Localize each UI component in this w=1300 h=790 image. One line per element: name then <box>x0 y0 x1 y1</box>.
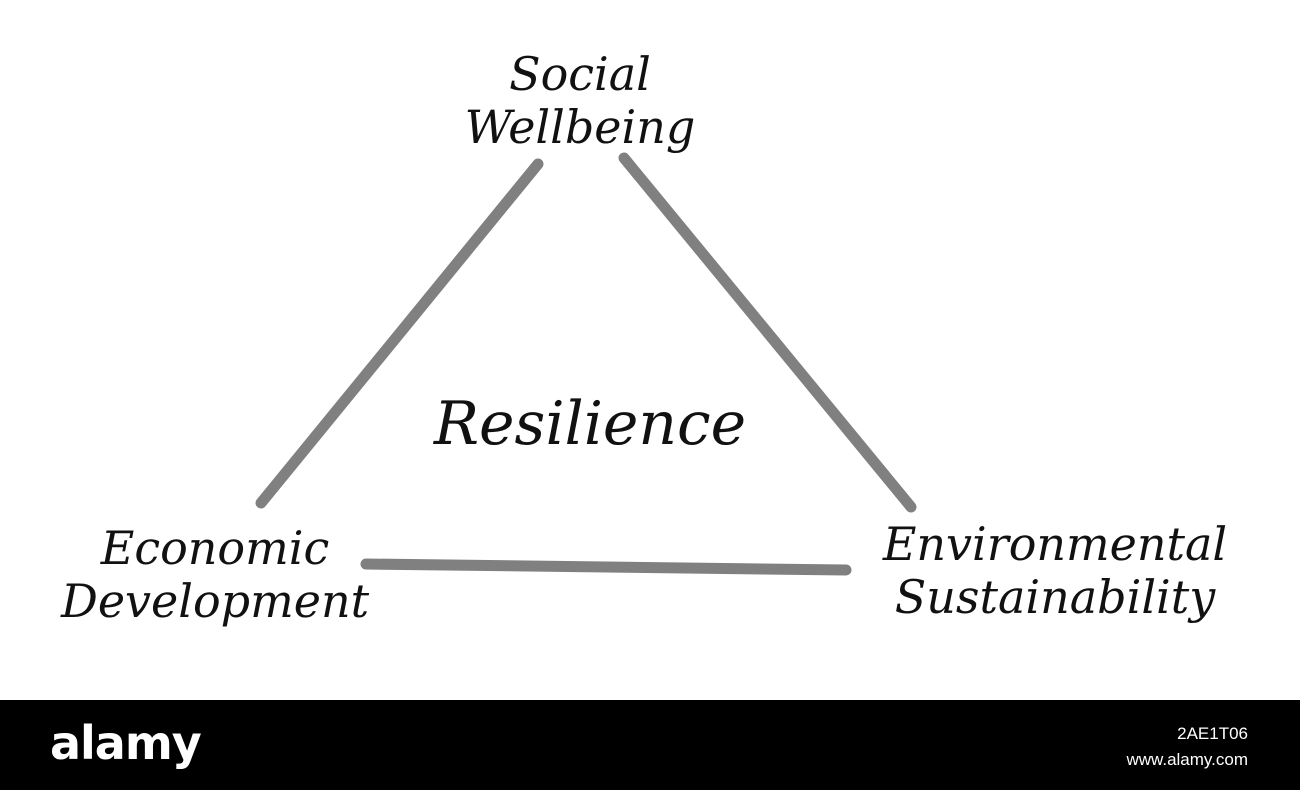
watermark-bar: alamy 2AE1T06 www.alamy.com <box>0 700 1300 790</box>
image-id: 2AE1T06 <box>1177 724 1248 743</box>
social-label-line2: Wellbeing <box>464 99 696 154</box>
social-wellbeing-label: Social Wellbeing <box>430 48 730 154</box>
resilience-label: Resilience <box>380 390 800 459</box>
triangle-edges <box>255 152 917 576</box>
watermark-url: www.alamy.com <box>1126 750 1248 769</box>
resilience-text: Resilience <box>433 389 747 459</box>
social-label-line1: Social <box>509 47 651 101</box>
alamy-logo: alamy <box>50 716 202 770</box>
economic-label-line1: Economic <box>100 521 330 575</box>
resilience-diagram: Social Wellbeing Resilience Economic Dev… <box>30 47 1280 628</box>
edge-top-right <box>618 152 917 513</box>
economic-development-label: Economic Development <box>30 522 400 628</box>
edge-bottom <box>360 558 852 576</box>
economic-label-line2: Development <box>60 573 370 628</box>
edge-top-left <box>255 158 544 509</box>
environmental-sustainability-label: Environmental Sustainability <box>830 518 1280 624</box>
environmental-label-line1: Environmental <box>882 517 1228 571</box>
environmental-label-line2: Sustainability <box>894 569 1216 624</box>
